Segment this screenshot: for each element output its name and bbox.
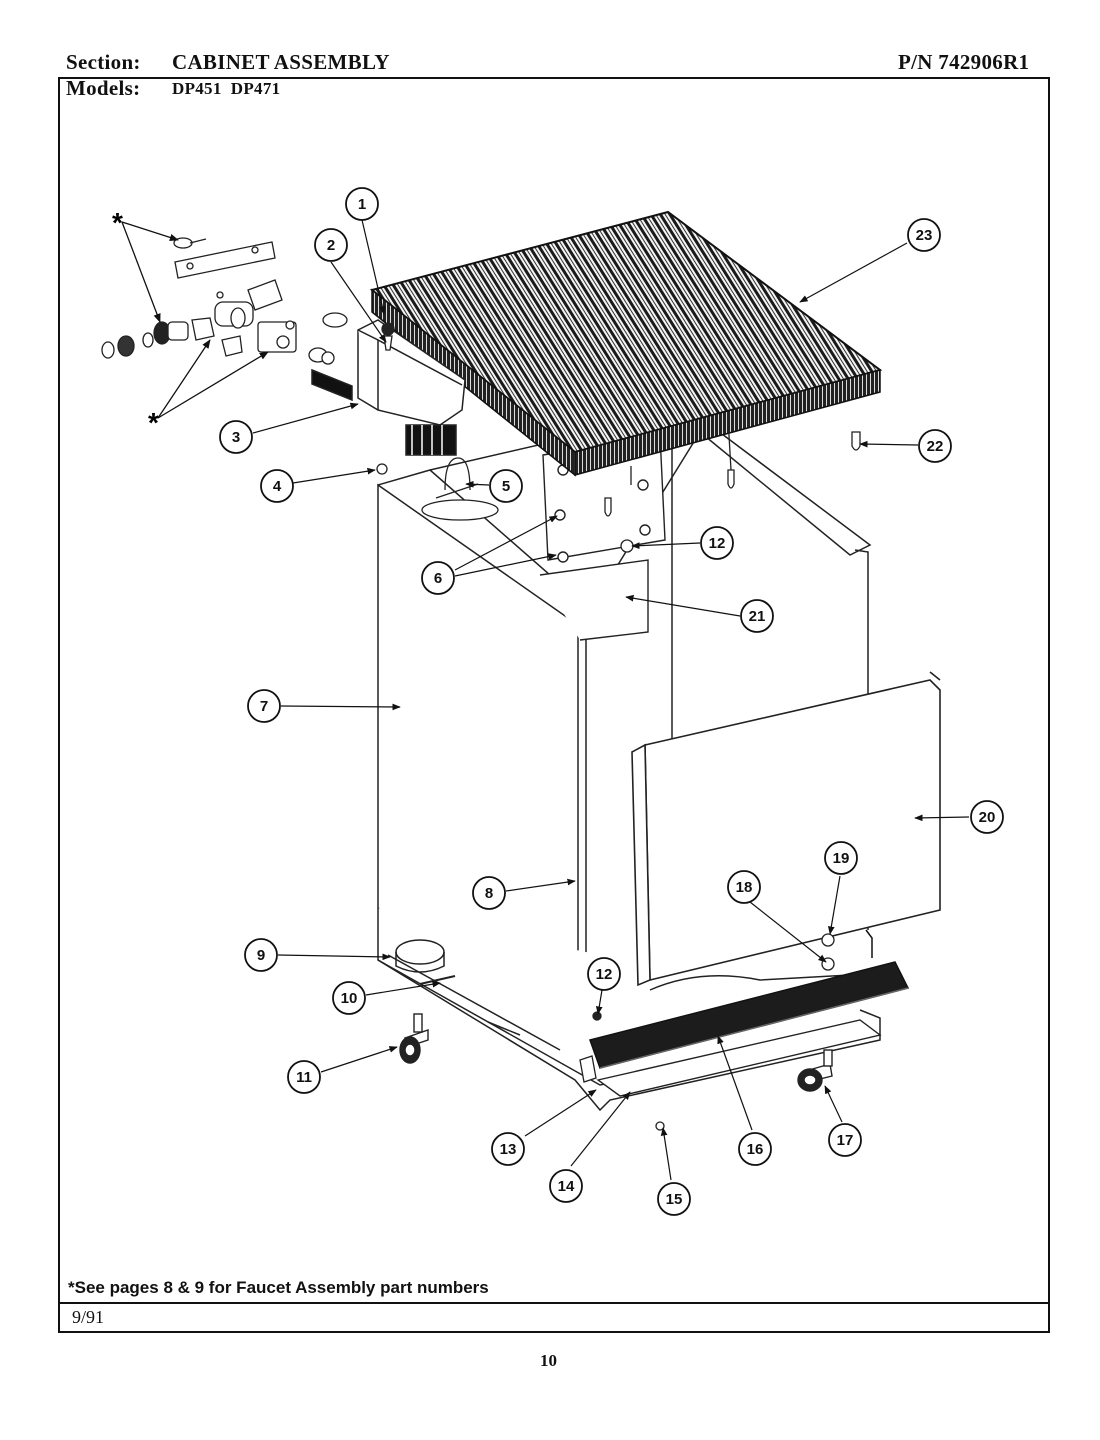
callout-10: 10 — [341, 990, 358, 1007]
callout-17: 17 — [837, 1132, 854, 1149]
label-plate — [539, 559, 649, 641]
callout-circle-12a — [700, 526, 734, 560]
callout-circle-4 — [260, 469, 294, 503]
callout-12a: 12 — [709, 535, 726, 552]
callout-18: 18 — [736, 879, 753, 896]
leader-lines — [252, 219, 970, 1181]
callout-circle-9 — [244, 938, 278, 972]
caster-wheels — [399, 1013, 833, 1092]
callout-23: 23 — [916, 227, 933, 244]
callout-19: 19 — [833, 850, 850, 867]
callout-2: 2 — [327, 237, 335, 254]
callout-11: 11 — [296, 1069, 312, 1086]
callout-14: 14 — [558, 1178, 575, 1195]
callout-circle-23 — [907, 218, 941, 252]
callout-circle-14 — [549, 1169, 583, 1203]
callout-circle-7 — [247, 689, 281, 723]
callout-21: 21 — [749, 608, 766, 625]
footnote: *See pages 8 & 9 for Faucet Assembly par… — [68, 1278, 489, 1297]
callout-3: 3 — [232, 429, 240, 446]
page-number: 10 — [540, 1351, 557, 1370]
revision-date: 9/91 — [72, 1307, 105, 1327]
callout-circle-20 — [970, 800, 1004, 834]
callout-circle-19 — [824, 841, 858, 875]
callout-22: 22 — [927, 438, 944, 455]
callout-circle-2 — [314, 228, 348, 262]
toe-kick — [589, 929, 910, 1069]
callout-16: 16 — [747, 1141, 764, 1158]
asterisk-bottom: * — [148, 407, 159, 438]
base-rail — [596, 1019, 882, 1097]
callout-circle-5 — [489, 469, 523, 503]
callout-circle-6 — [421, 561, 455, 595]
callout-6: 6 — [434, 570, 442, 587]
models-label: Models: — [66, 76, 141, 100]
callout-circle-22 — [918, 429, 952, 463]
callout-7: 7 — [260, 698, 268, 715]
callout-5: 5 — [502, 478, 510, 495]
callout-15: 15 — [666, 1191, 683, 1208]
callout-circle-18 — [727, 870, 761, 904]
callout-circle-8 — [472, 876, 506, 910]
callout-circle-13 — [491, 1132, 525, 1166]
footer-divider — [58, 1302, 1050, 1304]
callout-circle-16 — [738, 1132, 772, 1166]
callout-circle-11 — [287, 1060, 321, 1094]
diagram-frame — [58, 77, 1050, 1333]
front-panel — [631, 671, 941, 987]
callout-circle-12b — [587, 957, 621, 991]
models-list: DP451 DP471 — [172, 79, 281, 98]
section-label: Section: — [66, 50, 141, 74]
section-name: CABINET ASSEMBLY — [172, 50, 390, 74]
callout-circle-21 — [740, 599, 774, 633]
callout-1: 1 — [358, 196, 366, 213]
part-number: P/N 742906R1 — [898, 50, 1030, 74]
callout-4: 4 — [273, 478, 282, 495]
faucet-parts — [101, 237, 348, 365]
countertop — [369, 210, 883, 477]
callout-circle-17 — [828, 1123, 862, 1157]
callout-circle-3 — [219, 420, 253, 454]
faucet-housing — [311, 319, 466, 456]
small-hardware — [376, 322, 835, 1131]
asterisk-pointers — [121, 221, 269, 419]
callout-circle-1 — [345, 187, 379, 221]
callout-circle-15 — [657, 1182, 691, 1216]
asterisk-top: * — [112, 207, 123, 238]
callout-12b: 12 — [596, 966, 613, 983]
callout-8: 8 — [485, 885, 493, 902]
callout-9: 9 — [257, 947, 265, 964]
callout-13: 13 — [500, 1141, 517, 1158]
callout-20: 20 — [979, 809, 996, 826]
callout-circle-10 — [332, 981, 366, 1015]
